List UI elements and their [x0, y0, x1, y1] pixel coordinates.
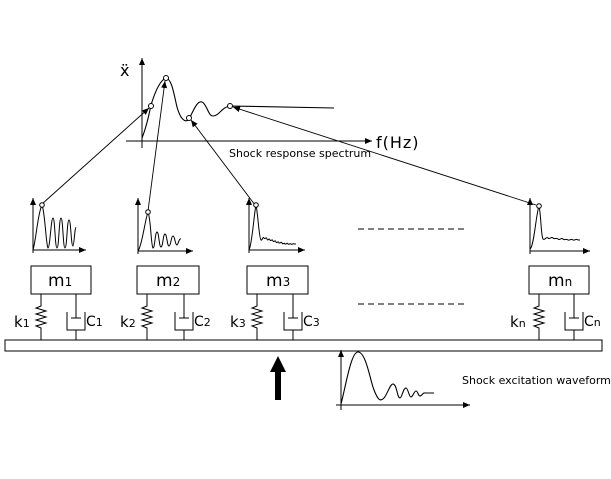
- mass-1: [30, 265, 92, 295]
- damper-n-label: Cn: [584, 314, 601, 330]
- damper-1-label: C1: [86, 314, 103, 330]
- srs-plot: ẍ f(Hz) Shock response spectrum: [120, 58, 420, 160]
- spring-1-label: k1: [14, 313, 30, 331]
- oscillator-n: mn kn Cn: [510, 265, 601, 340]
- response-1-peak: [39, 202, 45, 208]
- response-plot-n: [527, 198, 590, 254]
- damper-3-label: C3: [303, 314, 320, 330]
- spring-3-label: k3: [230, 313, 246, 331]
- mass-n-label: mn: [548, 271, 572, 291]
- damper-3: [283, 294, 303, 340]
- damper-1: [66, 294, 86, 340]
- response-plot-3: [246, 198, 305, 253]
- excitation-arrow-shaft: [275, 370, 281, 400]
- srs-x-axis-label: f(Hz): [376, 133, 420, 152]
- damper-2-label: C2: [194, 314, 211, 330]
- mass-n: [528, 265, 590, 295]
- response-n-peak: [536, 203, 542, 209]
- spring-3: [250, 294, 264, 340]
- peak-arrow-1: [41, 107, 150, 205]
- srs-point-n: [227, 103, 233, 109]
- response-1-curve: [32, 203, 77, 251]
- spring-n-label: kn: [510, 313, 526, 331]
- srs-curve: [141, 77, 335, 139]
- spring-1: [34, 294, 48, 340]
- spring-2-label: k2: [120, 313, 136, 331]
- spring-2: [140, 294, 154, 340]
- response-2-peak: [145, 209, 151, 215]
- mass-3-label: m3: [266, 271, 290, 291]
- base-plate: [4, 339, 603, 352]
- srs-point-2: [163, 75, 169, 81]
- peak-arrow-3: [190, 119, 256, 206]
- srs-point-3: [186, 115, 192, 121]
- peak-arrow-2: [147, 80, 168, 212]
- damper-2: [174, 294, 194, 340]
- response-plot-1: [30, 198, 86, 253]
- excitation-caption: Shock excitation waveform: [462, 374, 611, 387]
- oscillator-1: m1 k1 C1: [14, 265, 103, 340]
- mass-2: [136, 265, 200, 295]
- spring-n: [532, 294, 546, 340]
- mass-1-label: m1: [48, 271, 72, 291]
- srs-point-1: [148, 103, 154, 109]
- peak-arrow-n: [232, 106, 537, 206]
- response-3-curve: [248, 204, 296, 251]
- response-plot-2: [135, 198, 193, 254]
- response-n-curve: [529, 204, 580, 250]
- response-3-peak: [253, 202, 259, 208]
- mass-3: [246, 265, 309, 295]
- peak-arrows: [41, 80, 537, 212]
- damper-n: [564, 294, 584, 340]
- oscillator-3: m3 k3 C3: [230, 265, 320, 340]
- mass-2-label: m2: [156, 271, 180, 291]
- response-2-curve: [137, 210, 182, 252]
- excitation-curve: [340, 351, 434, 405]
- oscillator-2: m2 k2 C2: [120, 265, 211, 340]
- excitation-arrow-head: [270, 356, 286, 372]
- excitation-plot: Shock excitation waveform: [336, 350, 611, 410]
- srs-caption: Shock response spectrum: [229, 147, 371, 160]
- srs-y-axis-label: ẍ: [120, 61, 129, 80]
- excitation-arrow: [270, 356, 286, 400]
